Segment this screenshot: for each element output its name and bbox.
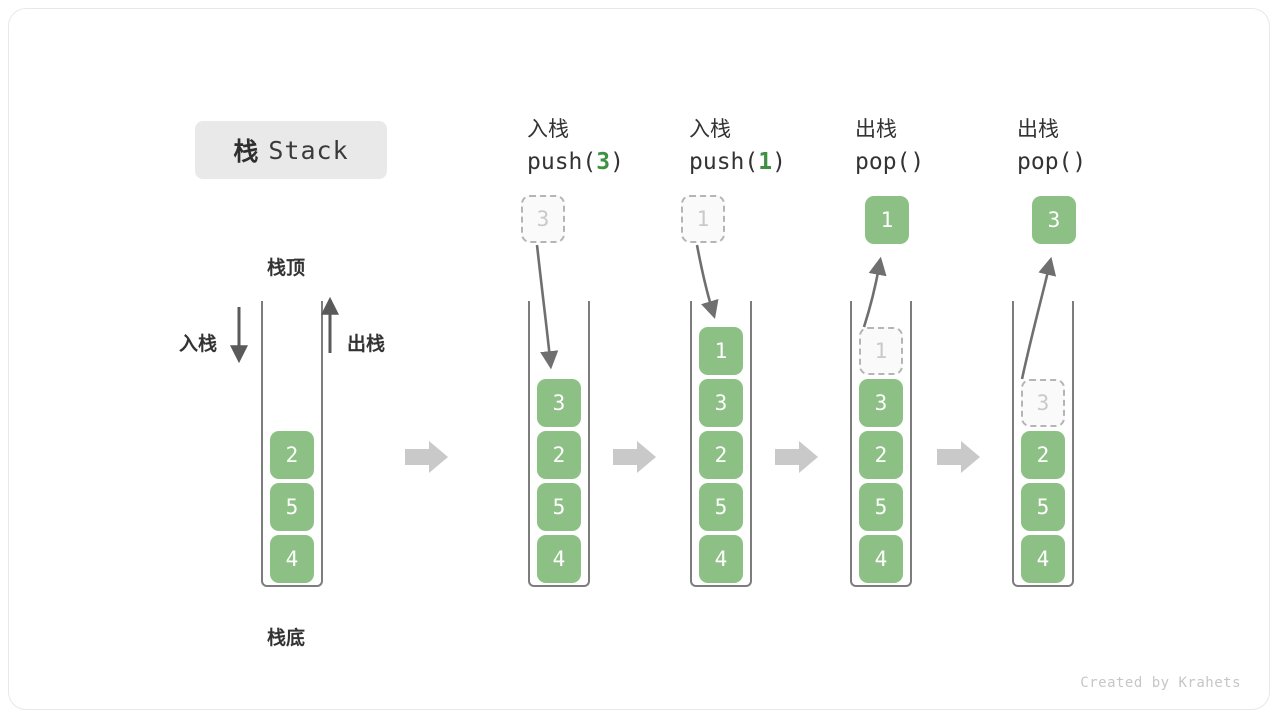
step-arrow-4: [937, 439, 981, 475]
column-header-push-1: 入栈 push(1): [689, 115, 859, 179]
stack-cell: 4: [537, 535, 581, 583]
stack-cell: 2: [859, 431, 903, 479]
page-title: 栈 Stack: [195, 121, 387, 179]
fn-prefix: pop(: [855, 149, 911, 175]
stack-cell: 4: [699, 535, 743, 583]
stack-column-initial: 4 5 2: [261, 301, 323, 587]
incoming-element-ghost-1: 1: [681, 195, 725, 243]
column-header-fn: pop(): [1017, 145, 1187, 179]
stack-cell: 3: [859, 379, 903, 427]
diagram-card: 栈 Stack 栈顶 栈底 入栈 出栈 入栈 push(3) 入栈 push(1…: [8, 8, 1270, 710]
title-chinese: 栈: [233, 138, 259, 166]
step-arrow-2: [613, 439, 657, 475]
push-direction-label: 入栈: [179, 334, 218, 355]
stack-cell: 5: [699, 483, 743, 531]
stack-cell: 4: [859, 535, 903, 583]
stack-cell: 2: [1021, 431, 1065, 479]
column-header-cn: 出栈: [855, 118, 897, 141]
stack-container: [850, 301, 912, 587]
stack-slots: 4 5 2 3: [528, 375, 590, 583]
stack-container: [690, 301, 752, 587]
fn-prefix: push(: [689, 149, 759, 175]
stack-cell: 5: [1021, 483, 1065, 531]
stack-container: [528, 301, 590, 587]
stack-cell: 3: [699, 379, 743, 427]
fn-prefix: pop(: [1017, 149, 1073, 175]
column-header-push-3: 入栈 push(3): [527, 115, 697, 179]
incoming-element-ghost-3: 3: [521, 195, 565, 243]
step-arrow-1: [405, 439, 449, 475]
stack-cell: 1: [699, 327, 743, 375]
stack-cell: 2: [699, 431, 743, 479]
column-header-cn: 入栈: [527, 118, 569, 141]
stack-cell: 3: [537, 379, 581, 427]
pop-direction-label: 出栈: [347, 334, 386, 355]
stack-container: [1012, 301, 1074, 587]
stack-cell-removed: 1: [859, 327, 903, 375]
stack-cell: 2: [537, 431, 581, 479]
stack-cell: 5: [270, 483, 314, 531]
column-header-fn: pop(): [855, 145, 1025, 179]
fn-arg: 3: [596, 149, 611, 175]
stack-bottom-label: 栈底: [267, 628, 306, 649]
fn-prefix: push(: [527, 149, 597, 175]
popped-element-3: 3: [1032, 196, 1076, 244]
stack-column-push-1: 4 5 2 3 1: [690, 301, 752, 587]
fn-suffix: ): [610, 149, 624, 175]
fn-suffix: ): [910, 149, 925, 175]
stack-column-pop-3: 4 5 2 3: [1012, 301, 1074, 587]
stack-top-label: 栈顶: [267, 258, 306, 279]
column-header-cn: 出栈: [1017, 118, 1059, 141]
step-arrow-3: [775, 439, 819, 475]
column-header-fn: push(1): [689, 145, 859, 179]
stack-cell-removed: 3: [1021, 379, 1065, 427]
stack-column-pop-1: 4 5 2 3 1: [850, 301, 912, 587]
fn-suffix: ): [1072, 149, 1087, 175]
stack-container: [261, 301, 323, 587]
stack-cell: 2: [270, 431, 314, 479]
column-header-cn: 入栈: [689, 118, 731, 141]
column-header-fn: push(3): [527, 145, 697, 179]
stack-cell: 5: [537, 483, 581, 531]
stack-slots: 4 5 2 3 1: [690, 323, 752, 583]
stack-slots: 4 5 2 3 1: [850, 323, 912, 583]
column-header-pop-3: 出栈 pop(): [1017, 115, 1187, 179]
stack-cell: 4: [1021, 535, 1065, 583]
stack-cell: 5: [859, 483, 903, 531]
title-english: Stack: [268, 135, 349, 165]
stack-column-push-3: 4 5 2 3: [528, 301, 590, 587]
popped-element-1: 1: [865, 196, 909, 244]
fn-arg: 1: [758, 149, 773, 175]
stack-slots: 4 5 2 3: [1012, 375, 1074, 583]
stack-slots: 4 5 2: [261, 427, 323, 583]
credit-text: Created by Krahets: [1080, 675, 1241, 691]
column-header-pop-1: 出栈 pop(): [855, 115, 1025, 179]
stack-cell: 4: [270, 535, 314, 583]
fn-suffix: ): [772, 149, 786, 175]
push-motion-arrow-1: [695, 244, 719, 319]
